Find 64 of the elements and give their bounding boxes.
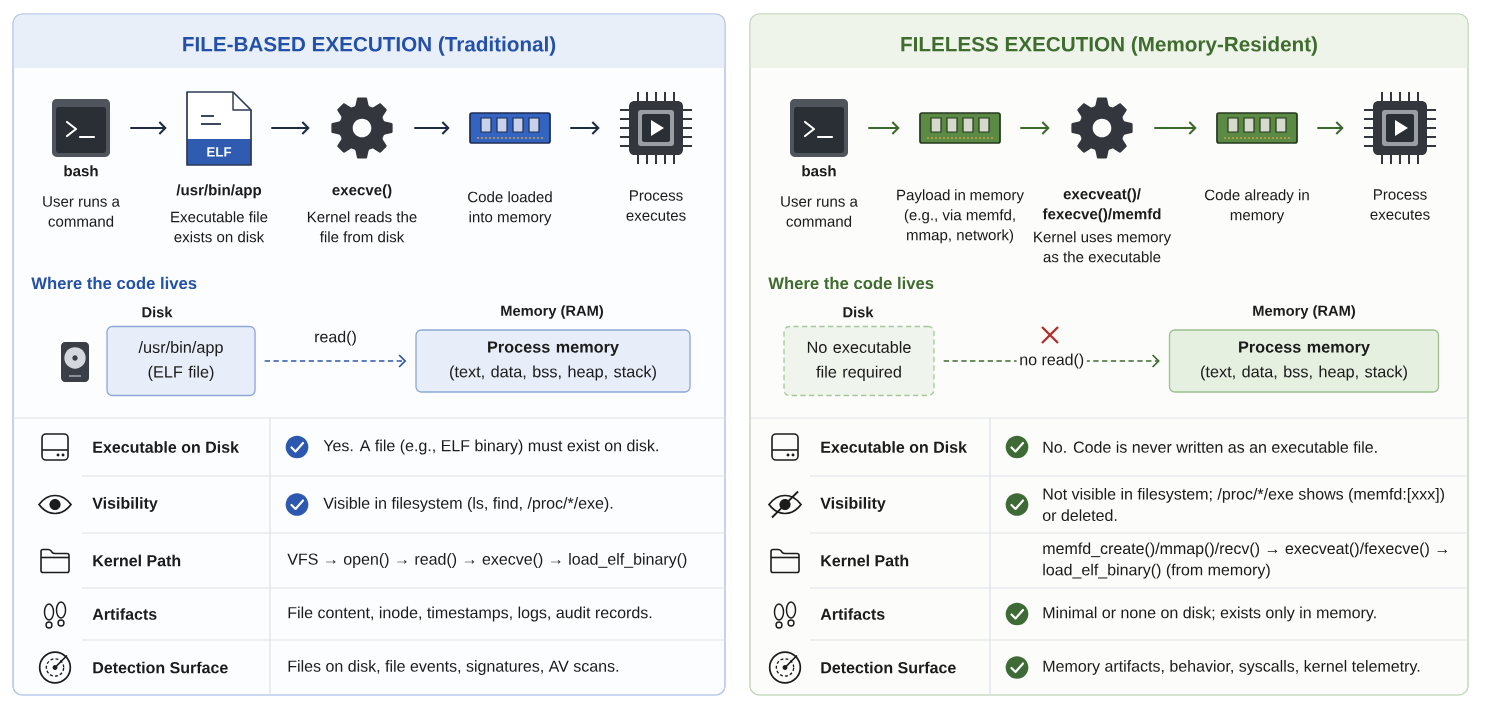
edge-label: read(): [315, 330, 356, 346]
row-label: Artifacts: [820, 608, 885, 620]
step-caption: Kernel uses memory as the executable: [1034, 231, 1172, 263]
step-title: /usr/bin/app: [176, 184, 262, 199]
gear-icon: [331, 97, 393, 159]
arrow: [1316, 121, 1344, 135]
panel-title: FILE-BASED EXECUTION (Traditional): [183, 36, 556, 56]
step-caption: Process executes: [626, 190, 686, 221]
row-text: Yes. A file (e.g., ELF binary) must exist on disk.: [323, 439, 658, 455]
step-caption: Code loaded into memory: [468, 191, 552, 226]
row-label: Artifacts: [92, 608, 157, 620]
box-heading: Disk: [142, 306, 173, 318]
terminal-icon: [790, 99, 848, 157]
panel-title: FILELESS EXECUTION (Memory-Resident): [901, 36, 1317, 56]
row-label: Detection Surface: [93, 661, 228, 674]
step-caption: Executable file exists on disk: [171, 211, 268, 243]
box-heading: Memory (RAM): [1253, 305, 1355, 319]
row-label: Visibility: [820, 497, 886, 512]
box-heading: Disk: [843, 306, 874, 318]
row-label: Visibility: [92, 497, 158, 512]
step-title: bash: [802, 165, 836, 177]
memory-module-icon: [469, 112, 551, 144]
row-text: Not visible in filesystem; /proc/*/exe shows (memfd:[xxx]) or deleted.: [1042, 487, 1444, 522]
step-caption: User runs a command: [781, 196, 858, 227]
arrow: [569, 121, 600, 135]
section-heading: Where the code lives: [31, 276, 197, 290]
row-text: Visible in filesystem (ls, find, /proc/*/exe).: [323, 497, 613, 512]
step-title: bash: [64, 165, 98, 177]
gear-icon: [1071, 97, 1133, 159]
terminal-icon: [52, 99, 110, 157]
arrow: [413, 121, 450, 135]
row-label: Executable on Disk: [821, 441, 967, 453]
row-label: Executable on Disk: [93, 441, 239, 453]
row-text: No. Code is never written as an executable file.: [1043, 441, 1377, 453]
memory-box: Process memory (text, data, bss, heap, stack): [1168, 329, 1440, 393]
row-text: VFS → open() → read() → execve() → load_elf_binary(): [287, 553, 687, 568]
step-caption: Process executes: [1370, 189, 1430, 220]
arrow: [270, 121, 310, 135]
box-heading: Memory (RAM): [501, 305, 603, 319]
chip-icon: [619, 91, 693, 165]
chip-icon: [1363, 91, 1437, 165]
row-text: File content, inode, timestamps, logs, audit records.: [288, 606, 652, 622]
row-text: Minimal or none on disk; exists only in memory.: [1043, 606, 1376, 622]
step-caption: Code already in memory: [1205, 189, 1309, 224]
memory-module-icon: [1216, 112, 1298, 144]
arrow: [1153, 121, 1197, 135]
arrow: [867, 121, 900, 135]
row-label: Kernel Path: [821, 554, 909, 567]
section-heading: Where the code lives: [768, 276, 934, 290]
arrow: [1019, 121, 1050, 135]
step-title: execve(): [332, 184, 392, 199]
row-text: Memory artifacts, behavior, syscalls, kernel telemetry.: [1043, 660, 1420, 675]
step-caption: User runs a command: [43, 196, 120, 227]
row-text: memfd_create()/mmap()/recv() → execveat()/fexecve() → load_elf_binary() (from memory): [1043, 542, 1448, 579]
arrow: [129, 121, 167, 135]
dashed-arrow: [263, 354, 407, 368]
row-label: Detection Surface: [821, 661, 956, 674]
row-text: Files on disk, file events, signatures, AV scans.: [288, 660, 619, 675]
memory-box: Process memory (text, data, bss, heap, stack): [415, 329, 691, 393]
step-caption: Payload in memory (e.g., via memfd, mmap, network): [897, 189, 1024, 244]
step-title: execveat()/ fexecve()/memfd: [1042, 188, 1161, 223]
step-caption: Kernel reads the file from disk: [307, 211, 417, 243]
memory-module-icon: [919, 112, 1001, 144]
row-label: Kernel Path: [93, 554, 181, 567]
